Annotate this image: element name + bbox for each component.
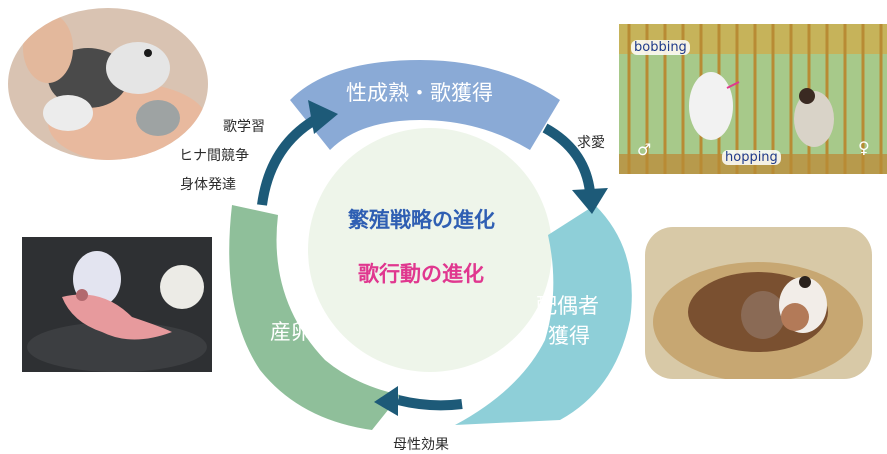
cage-hopping-label: hopping xyxy=(722,150,781,165)
transition-chick-competition: ヒナ間競争 xyxy=(179,148,249,164)
center-title-breeding-strategy: 繁殖戦略の進化 xyxy=(348,208,495,232)
segment-top-label: 性成熟・歌獲得 xyxy=(346,81,493,105)
arrow-left-to-top xyxy=(257,113,321,206)
transition-maternal-effect: 母性効果 xyxy=(393,437,449,453)
cage-female-symbol: ♀ xyxy=(858,138,870,157)
photo-birds-in-nest xyxy=(645,227,872,379)
arrow-right-to-left xyxy=(396,395,463,411)
arrow-top-to-right-head xyxy=(572,188,608,214)
center-disc xyxy=(308,128,552,372)
arrow-top-to-right xyxy=(542,123,595,193)
cage-male-symbol: ♂ xyxy=(637,140,652,159)
photo-hatchling-egg xyxy=(22,237,212,372)
photo-chicks-in-hand xyxy=(8,8,208,160)
arrow-right-to-left-head xyxy=(374,386,398,416)
cage-bobbing-label: bobbing xyxy=(631,40,690,55)
segment-left-label: 産卵 xyxy=(270,320,312,344)
transition-song-learning: 歌学習 xyxy=(223,119,265,135)
segment-top xyxy=(290,60,560,150)
segment-left xyxy=(229,205,400,430)
segment-right-label-line2: 獲得 xyxy=(548,324,590,348)
segment-right xyxy=(455,205,632,425)
transition-courtship: 求愛 xyxy=(577,135,605,151)
center-title-song-behavior: 歌行動の進化 xyxy=(358,262,484,286)
arrow-left-to-top-head xyxy=(308,100,338,134)
transition-body-development: 身体発達 xyxy=(180,177,236,193)
segment-right-label-line1: 配偶者 xyxy=(536,294,599,318)
